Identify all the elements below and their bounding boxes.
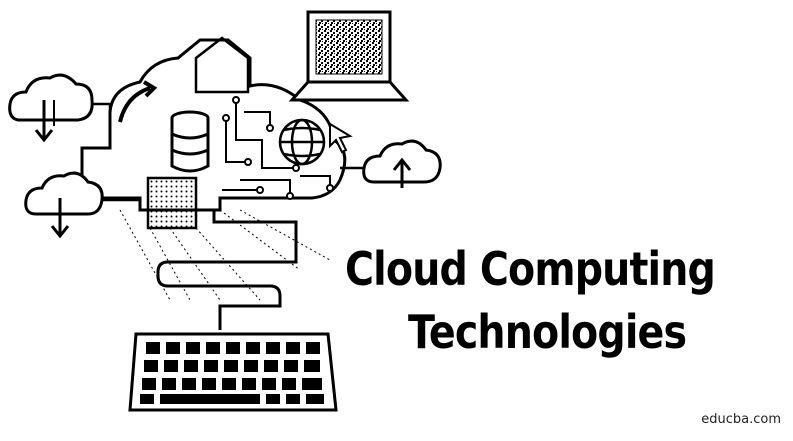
site-watermark: educba.com — [701, 412, 781, 427]
title-line-2: Technologies — [408, 305, 687, 359]
cloud-download-icon — [8, 73, 94, 143]
microchip-icon — [146, 176, 198, 230]
cloud-download-icon-2 — [24, 171, 104, 239]
house-shape — [194, 36, 250, 94]
refresh-arc-icon — [118, 80, 158, 123]
cloud-connectors — [92, 102, 364, 202]
laptop-icon — [288, 10, 410, 102]
database-icon — [170, 110, 210, 173]
cloud-upload-icon — [362, 139, 442, 188]
globe-icon — [278, 118, 326, 166]
title-line-1: Cloud Computing — [345, 242, 716, 296]
circuit-lines — [222, 96, 334, 200]
keyboard-cable — [156, 210, 298, 330]
keyboard-icon — [128, 332, 338, 412]
cursor-icon — [329, 122, 353, 154]
